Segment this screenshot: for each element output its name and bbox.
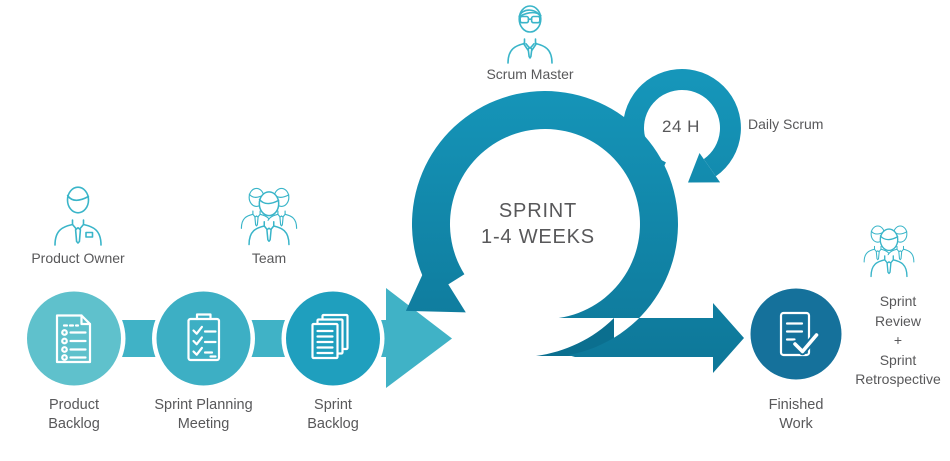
sprint-loop-ring-and-exit-arrow [411, 91, 744, 374]
document-check-icon [779, 311, 821, 357]
stage-circle-product-backlog [27, 291, 121, 386]
loop-junction-shadow [536, 318, 614, 356]
sprint-planning-label-line1: Sprint Planning [154, 397, 252, 413]
daily-scrum-label: Daily Scrum [748, 116, 823, 132]
stage-circle-finished-work [750, 288, 842, 380]
review-meeting-label: Sprint Review + Sprint Retrospective [855, 293, 941, 387]
finished-work-label-line1: Finished [769, 397, 824, 413]
product-owner-label: Product Owner [31, 250, 125, 266]
daily-loop-arrowhead [688, 153, 721, 183]
scrum-master-label: Scrum Master [486, 66, 573, 82]
sprint-planning-label-line2: Meeting [178, 416, 230, 432]
sprint-loop-label-line2: 1-4 WEEKS [481, 226, 595, 248]
review-team-icon [864, 226, 914, 277]
process-flow-band [74, 288, 452, 388]
daily-loop-duration-label: 24 H [662, 117, 700, 136]
review-label-line4: Sprint [880, 352, 917, 368]
scrum-master-icon [507, 5, 553, 64]
stacked-documents-icon [311, 313, 349, 360]
clipboard-check-icon [187, 313, 221, 362]
finished-work-label-line2: Work [779, 416, 813, 432]
sprint-loop-arrowhead [405, 256, 466, 313]
check-mark [793, 333, 819, 354]
sprint-loop-arrow [405, 91, 744, 374]
sprint-loop-label-line1: SPRINT [499, 200, 577, 222]
process-band-arrowhead [386, 288, 452, 388]
review-label-line1: Sprint [880, 293, 917, 309]
document-list-icon [55, 314, 92, 364]
stage-circle-sprint-planning [156, 291, 251, 386]
sprint-backlog-label-line2: Backlog [307, 416, 359, 432]
review-label-line5: Retrospective [855, 371, 941, 387]
review-label-line2: Review [875, 313, 922, 329]
team-icon [241, 188, 296, 244]
product-backlog-label-line2: Backlog [48, 416, 100, 432]
review-label-line3: + [894, 332, 902, 348]
product-backlog-label-line1: Product [49, 397, 99, 413]
sprint-backlog-label-line1: Sprint [314, 397, 352, 413]
team-label: Team [252, 250, 286, 266]
product-owner-icon [54, 186, 102, 246]
